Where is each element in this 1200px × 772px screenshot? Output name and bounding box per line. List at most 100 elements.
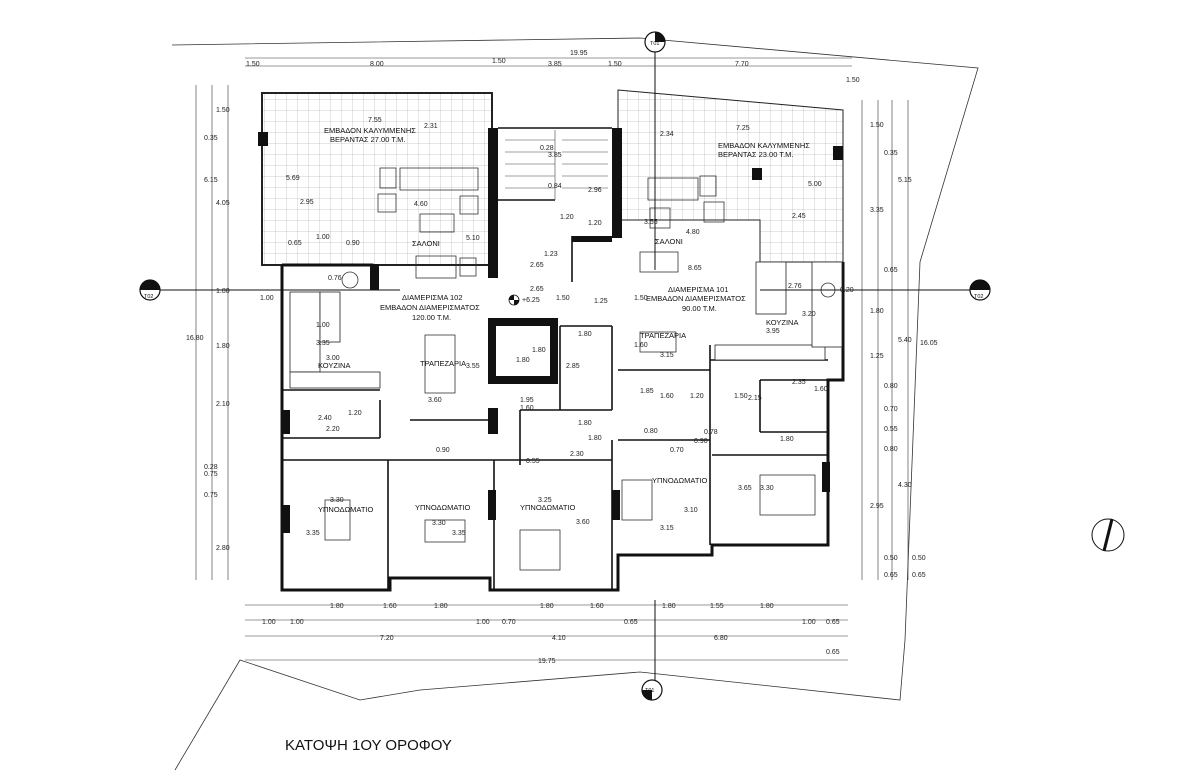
dim-bot2-f: 1.00 <box>802 619 816 626</box>
dim-wc-left-b: 1.20 <box>348 410 362 417</box>
dim-bot2-b: 1.00 <box>290 619 304 626</box>
dim-wc-left-c: 2.20 <box>326 426 340 433</box>
dim-bed-j: 3.30 <box>760 485 774 492</box>
dim-l-g: 1.80 <box>216 343 230 350</box>
dim-dining-right-b: 3.15 <box>660 352 674 359</box>
interior-walls <box>282 127 828 590</box>
dim-kitchen-right-d: 3.95 <box>766 328 780 335</box>
dim-bed-d: 3.35 <box>452 530 466 537</box>
dim-living-right-d: 1.50 <box>634 295 648 302</box>
dim-top-a: 1.50 <box>246 61 260 68</box>
dim-core-h: 0.90 <box>436 447 450 454</box>
section-marker-top: Τ01 <box>644 31 666 53</box>
dim-bot-total: 19.75 <box>538 658 556 665</box>
dim-r-o: 0.50 <box>884 555 898 562</box>
room-living-right: ΣΑΛΟΝΙ <box>655 237 683 246</box>
dim-r-g: 1.25 <box>870 353 884 360</box>
dim-r-l: 0.80 <box>884 446 898 453</box>
dim-bot-c: 1.80 <box>434 603 448 610</box>
dim-r-r: 0.65 <box>912 572 926 579</box>
room-dining-left: ΤΡΑΠΕΖΑΡΙΑ <box>420 359 466 368</box>
dim-bed-a: 3.30 <box>330 497 344 504</box>
apartment-101-area-label: ΕΜΒΑΔΟΝ ΔΙΑΜΕΡΙΣΜΑΤΟΣ <box>646 294 746 303</box>
dim-living-left-c: 0.90 <box>346 240 360 247</box>
dim-bot2-e: 0.65 <box>624 619 638 626</box>
section-label-bottom: Τ01 <box>645 688 654 694</box>
dim-bath-right-d: 1.50 <box>734 393 748 400</box>
dim-veranda-left-side: 2.31 <box>424 123 438 130</box>
dim-kitchen-right-c: 3.20 <box>802 311 816 318</box>
veranda-right-line2: ΒΕΡΑΝΤΑΣ 23.00 Τ.Μ. <box>718 150 794 159</box>
dim-living-left-width: 4.60 <box>414 201 428 208</box>
dim-lift-a: 1.80 <box>578 331 592 338</box>
dim-top-e: 1.50 <box>608 61 622 68</box>
dim-r-k: 0.55 <box>884 426 898 433</box>
stair-treads <box>505 130 608 200</box>
dim-l-f: 1.00 <box>260 295 274 302</box>
dim-r-q: 0.65 <box>884 572 898 579</box>
dim-bath-right-a: 1.85 <box>640 388 654 395</box>
room-kitchen-right: ΚΟΥΖΙΝΑ <box>766 318 798 327</box>
furniture <box>324 167 836 571</box>
dim-kitchen-right-a: 2.76 <box>788 283 802 290</box>
dim-top-c: 1.50 <box>492 58 506 65</box>
dim-bot3-a: 7.20 <box>380 635 394 642</box>
dim-kitchen-left-a: 1.00 <box>316 322 330 329</box>
dim-bed-g: 3.10 <box>684 507 698 514</box>
dim-top-g: 1.50 <box>846 77 860 84</box>
dim-bot-b: 1.60 <box>383 603 397 610</box>
apartment-101-name: ΔΙΑΜΕΡΙΣΜΑ 101 <box>668 285 729 294</box>
dim-r-e: 0.65 <box>884 267 898 274</box>
kitchen-counters <box>289 261 843 389</box>
dim-bath-right-j: 0.70 <box>670 447 684 454</box>
dim-l-j: 0.75 <box>204 471 218 478</box>
dim-r-total: 16.05 <box>920 340 938 347</box>
dim-hall-a: 2.65 <box>530 262 544 269</box>
veranda-left-line2: ΒΕΡΑΝΤΑΣ 27.00 Τ.Μ. <box>330 135 406 144</box>
dim-veranda-right-side: 2.34 <box>660 131 674 138</box>
dim-bed-c: 3.30 <box>432 520 446 527</box>
dim-core-f: 0.55 <box>526 458 540 465</box>
dim-dining-left-height: 3.55 <box>466 363 480 370</box>
room-bedroom-3: ΥΠΝΟΔΩΜΑΤΙΟ <box>520 503 575 512</box>
room-kitchen-left: ΚΟΥΖΙΝΑ <box>318 361 350 370</box>
dim-bot-f: 1.80 <box>662 603 676 610</box>
dim-veranda-left-width: 7.55 <box>368 117 382 124</box>
dim-core-e: 1.80 <box>588 435 602 442</box>
dim-stair-c: 0.84 <box>548 183 562 190</box>
veranda-right-line1: ΕΜΒΑΔΟΝ ΚΑΛΥΜΜΕΝΗΣ <box>718 141 810 150</box>
dim-bath-right-i: 0.90 <box>694 438 708 445</box>
dim-stair-g: 1.23 <box>544 251 558 258</box>
room-bedroom-4: ΥΠΝΟΔΩΜΑΤΙΟ <box>652 476 707 485</box>
dim-bed-f: 3.60 <box>576 519 590 526</box>
dim-l-l: 2.80 <box>216 545 230 552</box>
dim-core-d: 1.80 <box>578 420 592 427</box>
dim-bath-right-f: 2.35 <box>792 379 806 386</box>
north-arrow-icon <box>1091 518 1125 552</box>
dim-bath-right-e: 2.15 <box>748 395 762 402</box>
dim-r-a: 1.50 <box>870 122 884 129</box>
dim-core-b: 1.95 <box>520 397 534 404</box>
site-boundary <box>171 37 979 771</box>
room-living-left: ΣΑΛΟΝΙ <box>412 239 440 248</box>
dim-l-total: 16.80 <box>186 335 204 342</box>
dim-wc-left-a: 2.40 <box>318 415 332 422</box>
dim-bot3-b: 4.10 <box>552 635 566 642</box>
room-dining-right: ΤΡΑΠΕΖΑΡΙΑ <box>640 331 686 340</box>
dim-r-p: 0.50 <box>912 555 926 562</box>
dim-bot2-c: 1.00 <box>476 619 490 626</box>
dim-core-c: 1.60 <box>520 405 534 412</box>
dim-living-left-d: 0.76 <box>328 275 342 282</box>
dim-r-j: 0.70 <box>884 406 898 413</box>
dim-hall-b: 2.65 <box>530 286 544 293</box>
dim-bot-a: 1.80 <box>330 603 344 610</box>
dim-stair-d: 2.96 <box>588 187 602 194</box>
veranda-left-line1: ΕΜΒΑΔΟΝ ΚΑΛΥΜΜΕΝΗΣ <box>324 126 416 135</box>
dim-kitchen-left-b: 3.35 <box>316 340 330 347</box>
dim-dining-right-a: 1.60 <box>634 342 648 349</box>
dim-hall-d: 1.25 <box>594 298 608 305</box>
dim-veranda-right-depth: 2.45 <box>792 213 806 220</box>
dim-l-i: 0.28 <box>204 464 218 471</box>
dim-bath-right-g: 1.60 <box>814 386 828 393</box>
section-label-left: Τ02 <box>144 294 153 300</box>
